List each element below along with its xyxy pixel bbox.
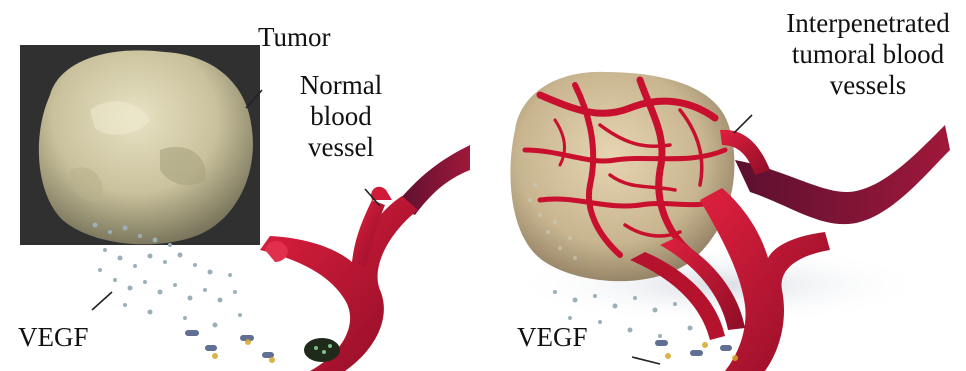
- interpenetrated-vessels-label: Interpenetrated tumoral blood vessels: [778, 8, 958, 101]
- vessel-label-line-2: blood: [283, 101, 399, 132]
- vessel-label-line-1: Normal: [283, 70, 399, 101]
- background-vessel: [735, 125, 950, 224]
- vegf-label-right: VEGF: [517, 322, 588, 353]
- vegf-label-left: VEGF: [18, 322, 89, 353]
- vegf-leader-line-left: [92, 292, 112, 310]
- vessel-label-line-3: vessel: [283, 132, 399, 163]
- normal-blood-vessel: [260, 145, 470, 371]
- vessels-label-line-3: vessels: [778, 70, 958, 101]
- normal-tumor-shape: [39, 50, 253, 244]
- vessels-label-line-2: tumoral blood: [778, 39, 958, 70]
- tumor-label: Tumor: [258, 22, 331, 53]
- normal-blood-vessel-label: Normal blood vessel: [283, 70, 399, 163]
- vessels-label-line-1: Interpenetrated: [778, 8, 958, 39]
- vegf-leader-line-right: [632, 357, 660, 364]
- vessels-leader-line: [734, 115, 752, 133]
